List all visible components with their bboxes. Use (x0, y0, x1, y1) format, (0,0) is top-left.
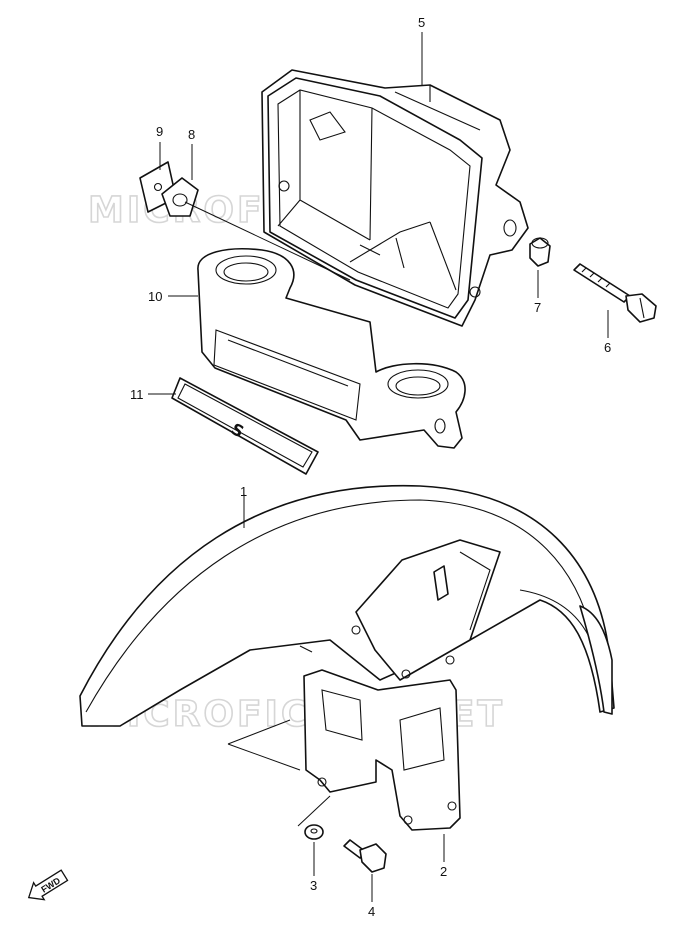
collar-part (529, 237, 551, 267)
callout-2: 2 (440, 864, 447, 879)
callout-4: 4 (368, 904, 375, 919)
headlamp-housing-part (261, 69, 529, 327)
bolt-part (343, 839, 387, 873)
callout-7: 7 (534, 300, 541, 315)
housing-bolt-part (573, 263, 657, 323)
fwd-arrow-icon: FWD (27, 869, 69, 901)
callout-5: 5 (418, 15, 425, 30)
callout-3: 3 (310, 878, 317, 893)
washer-part (297, 795, 331, 840)
callout-1: 1 (240, 484, 247, 499)
callout-6: 6 (604, 340, 611, 355)
callout-9: 9 (156, 124, 163, 139)
emblem-part: S (171, 377, 319, 475)
callout-11: 11 (130, 387, 144, 402)
callout-labels: 5 9 8 10 11 7 6 1 2 3 4 (130, 15, 611, 919)
leader-lines (148, 32, 609, 902)
cushion-part (161, 177, 351, 281)
headlamp-bracket-part (197, 248, 466, 449)
callout-10: 10 (148, 289, 162, 304)
fender-brace-part (227, 669, 461, 831)
front-fender-part (79, 484, 615, 727)
callout-8: 8 (188, 127, 195, 142)
